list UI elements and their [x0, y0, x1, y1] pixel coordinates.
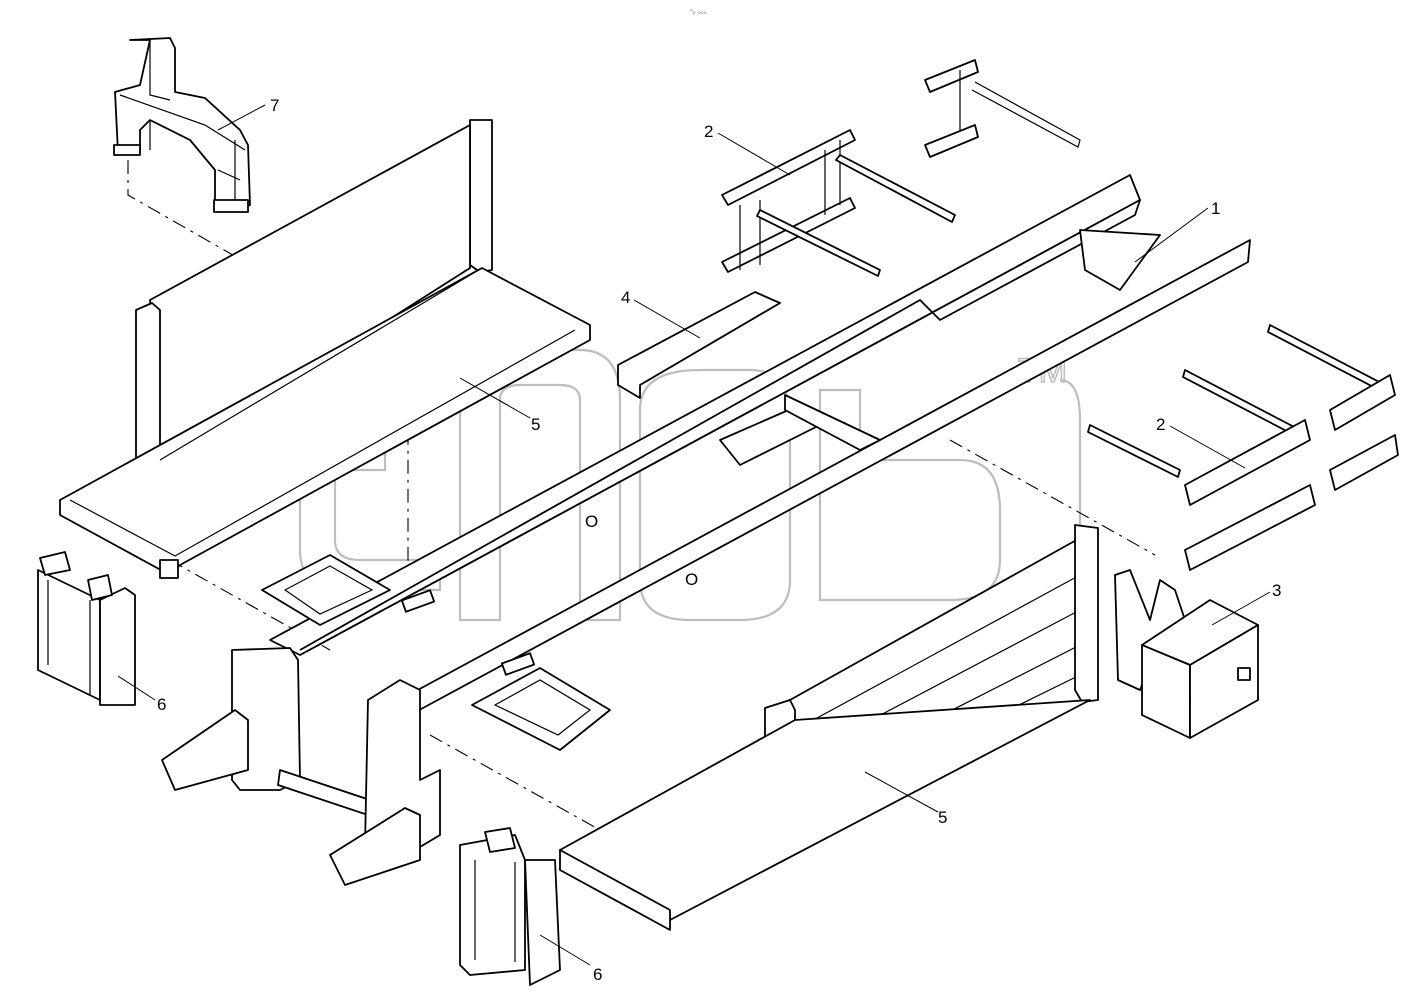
callout-7: 7: [270, 96, 279, 115]
callout-5-upper: 5: [531, 415, 540, 434]
part-6-gate-left: [37, 551, 136, 706]
frame-mark-2: O: [685, 570, 698, 589]
callout-6-lower: 6: [593, 965, 602, 984]
part-5-platform-bottom: [559, 524, 1099, 931]
part-2-right-bracket: [1087, 324, 1399, 571]
callout-4: 4: [621, 288, 630, 307]
callout-labels: 7 2 1 4 5 2 3 6 5 6: [157, 96, 1281, 984]
part-3-box: [1114, 569, 1259, 739]
frame-mark-1: O: [585, 512, 598, 531]
part-7-stand: [113, 37, 251, 213]
callout-6-left: 6: [157, 695, 166, 714]
part-5-platform-top: [59, 119, 591, 579]
leader-lines: [117, 104, 1271, 966]
callout-2-upper: 2: [704, 122, 713, 141]
callout-2-right: 2: [1156, 415, 1165, 434]
header-code: ⁰ₚ ₒₒₒ: [690, 8, 707, 16]
part-4-chute: [617, 291, 781, 399]
callout-3: 3: [1272, 581, 1281, 600]
part-1-main-frame: O O: [269, 174, 1251, 716]
part-6-gate-bottom: [459, 827, 561, 986]
cross-members: [261, 554, 611, 751]
rear-tow-assembly: [161, 647, 441, 886]
callout-1: 1: [1211, 199, 1220, 218]
callout-5-lower: 5: [938, 808, 947, 827]
part-2-upper-bracket: [721, 59, 1081, 277]
